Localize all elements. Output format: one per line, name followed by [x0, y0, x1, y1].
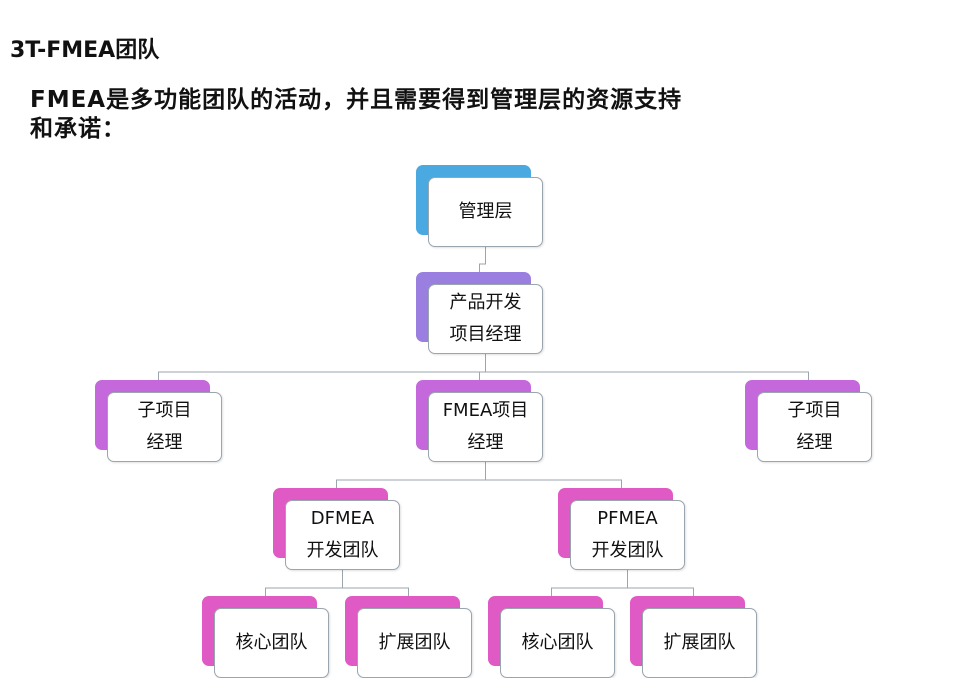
org-node-box: PFMEA 开发团队: [570, 500, 685, 570]
page-title: 3T-FMEA团队: [10, 38, 160, 63]
org-node-label: 经理: [467, 432, 504, 453]
subtitle-line-2: 和承诺：: [30, 116, 126, 142]
org-node-box: 产品开发项目经理: [428, 284, 543, 354]
org-node-fmea-pm: FMEA项目经理: [416, 380, 543, 462]
org-node-p-ext: 扩展团队: [630, 596, 757, 678]
org-node-sub-right: 子项目经理: [745, 380, 872, 462]
connector-pm-sub-right: [485, 354, 809, 380]
org-node-label: 扩展团队: [663, 632, 736, 653]
org-node-box: 核心团队: [214, 608, 329, 678]
connector-pm-sub-left: [158, 354, 486, 380]
org-node-label: 项目经理: [449, 324, 522, 345]
org-node-label: 核心团队: [521, 632, 594, 653]
org-node-mgmt: 管理层: [416, 165, 543, 247]
org-node-label: 经理: [146, 432, 183, 453]
org-node-label: 子项目: [787, 400, 842, 421]
org-node-label: 扩展团队: [378, 632, 451, 653]
org-node-label: 经理: [796, 432, 833, 453]
org-node-label: DFMEA: [310, 508, 375, 529]
connector-mgmt-pm: [479, 247, 486, 272]
org-node-label: 产品开发: [449, 292, 522, 313]
org-node-box: 扩展团队: [357, 608, 472, 678]
connector-fmea-pm-dfmea: [336, 462, 486, 488]
org-node-label: 开发团队: [591, 540, 664, 561]
org-node-label: PFMEA: [597, 508, 658, 529]
org-node-label: 子项目: [137, 400, 192, 421]
connector-dfmea-d-core: [265, 570, 343, 596]
subtitle-line-1: FMEA是多功能团队的活动，并且需要得到管理层的资源支持: [30, 87, 683, 113]
org-node-box: 子项目经理: [107, 392, 222, 462]
org-node-box: 管理层: [428, 177, 543, 247]
org-node-box: FMEA项目经理: [428, 392, 543, 462]
org-node-label: 核心团队: [235, 632, 308, 653]
org-node-sub-left: 子项目经理: [95, 380, 222, 462]
org-node-dfmea: DFMEA 开发团队: [273, 488, 400, 570]
org-node-d-ext: 扩展团队: [345, 596, 472, 678]
org-node-box: 扩展团队: [642, 608, 757, 678]
connector-pfmea-p-ext: [627, 570, 694, 596]
page-subtitle: FMEA是多功能团队的活动，并且需要得到管理层的资源支持 和承诺：: [30, 86, 790, 144]
connector-dfmea-d-ext: [342, 570, 409, 596]
connector-pfmea-p-core: [551, 570, 628, 596]
org-node-label: FMEA项目: [442, 400, 529, 421]
org-node-box: DFMEA 开发团队: [285, 500, 400, 570]
org-node-pm: 产品开发项目经理: [416, 272, 543, 354]
org-node-label: 开发团队: [306, 540, 379, 561]
connector-fmea-pm-pfmea: [485, 462, 622, 488]
org-node-box: 核心团队: [500, 608, 615, 678]
connector-pm-fmea-pm: [479, 354, 486, 380]
org-node-label: 管理层: [458, 201, 513, 222]
org-node-box: 子项目经理: [757, 392, 872, 462]
org-node-pfmea: PFMEA 开发团队: [558, 488, 685, 570]
